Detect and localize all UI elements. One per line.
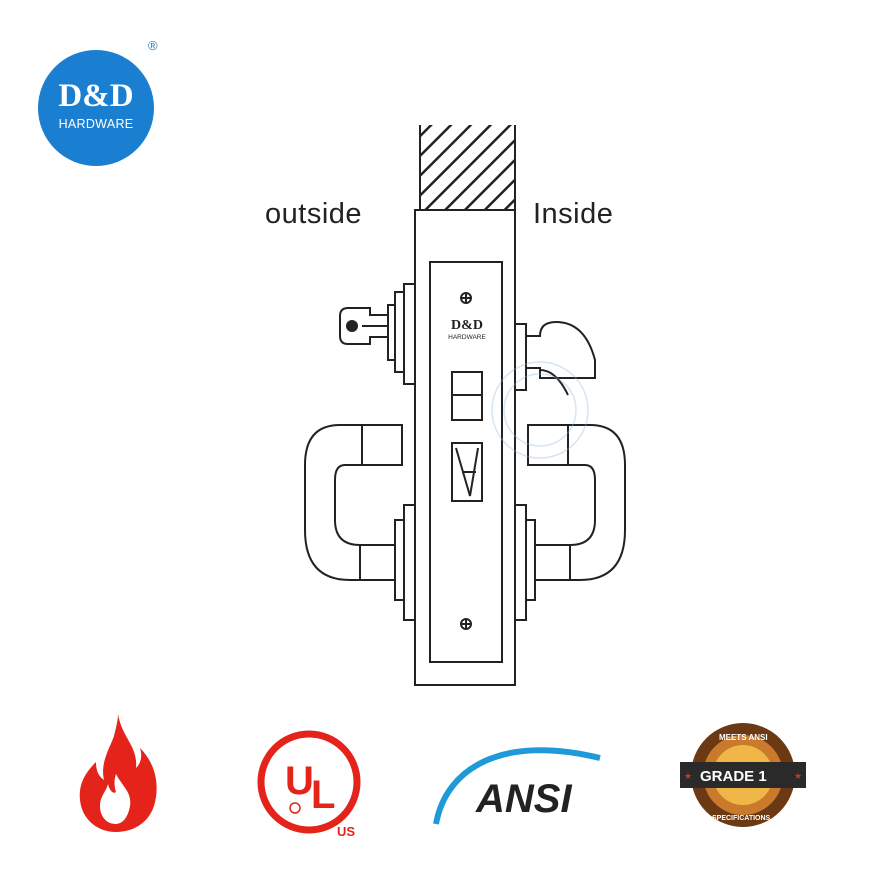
inside-lever-handle <box>514 424 626 621</box>
flame-icon <box>79 714 157 832</box>
inside-label: Inside <box>533 198 614 230</box>
logo-sub-text: HARDWARE <box>58 117 134 131</box>
svg-text:★: ★ <box>684 771 692 781</box>
screw-icon <box>460 292 472 304</box>
grade-1-badge-icon: MEETS ANSI SPECIFICATIONS GRADE 1 ★ ★ <box>680 723 806 827</box>
svg-text:US: US <box>337 824 355 839</box>
auxiliary-latch <box>451 442 483 502</box>
key-cylinder <box>339 283 416 385</box>
outside-label: outside <box>265 198 363 230</box>
lock-brand-text: D&D <box>451 318 483 333</box>
registered-mark: ® <box>148 38 158 53</box>
lock-faceplate <box>429 261 503 663</box>
svg-text:ANSI: ANSI <box>475 777 572 821</box>
svg-text:L: L <box>311 773 335 817</box>
svg-text:★: ★ <box>794 771 802 781</box>
logo-brand-text: D&D <box>58 78 134 114</box>
svg-text:U: U <box>285 759 314 803</box>
svg-text:SPECIFICATIONS: SPECIFICATIONS <box>712 815 771 822</box>
door-section-hatch <box>419 125 516 210</box>
watermark-seal <box>491 361 589 459</box>
ansi-logo-icon: ANSI <box>433 747 601 825</box>
brand-logo: D&D HARDWARE <box>38 50 154 166</box>
lock-brand-sub: HARDWARE <box>448 334 486 341</box>
svg-text:MEETS ANSI: MEETS ANSI <box>719 733 768 742</box>
screw-icon <box>460 618 472 630</box>
ul-listed-icon: U L US <box>257 730 361 839</box>
door-edge <box>414 209 516 686</box>
outside-lever-handle <box>304 424 416 621</box>
svg-text:GRADE 1: GRADE 1 <box>700 768 767 785</box>
thumbturn <box>514 320 596 396</box>
